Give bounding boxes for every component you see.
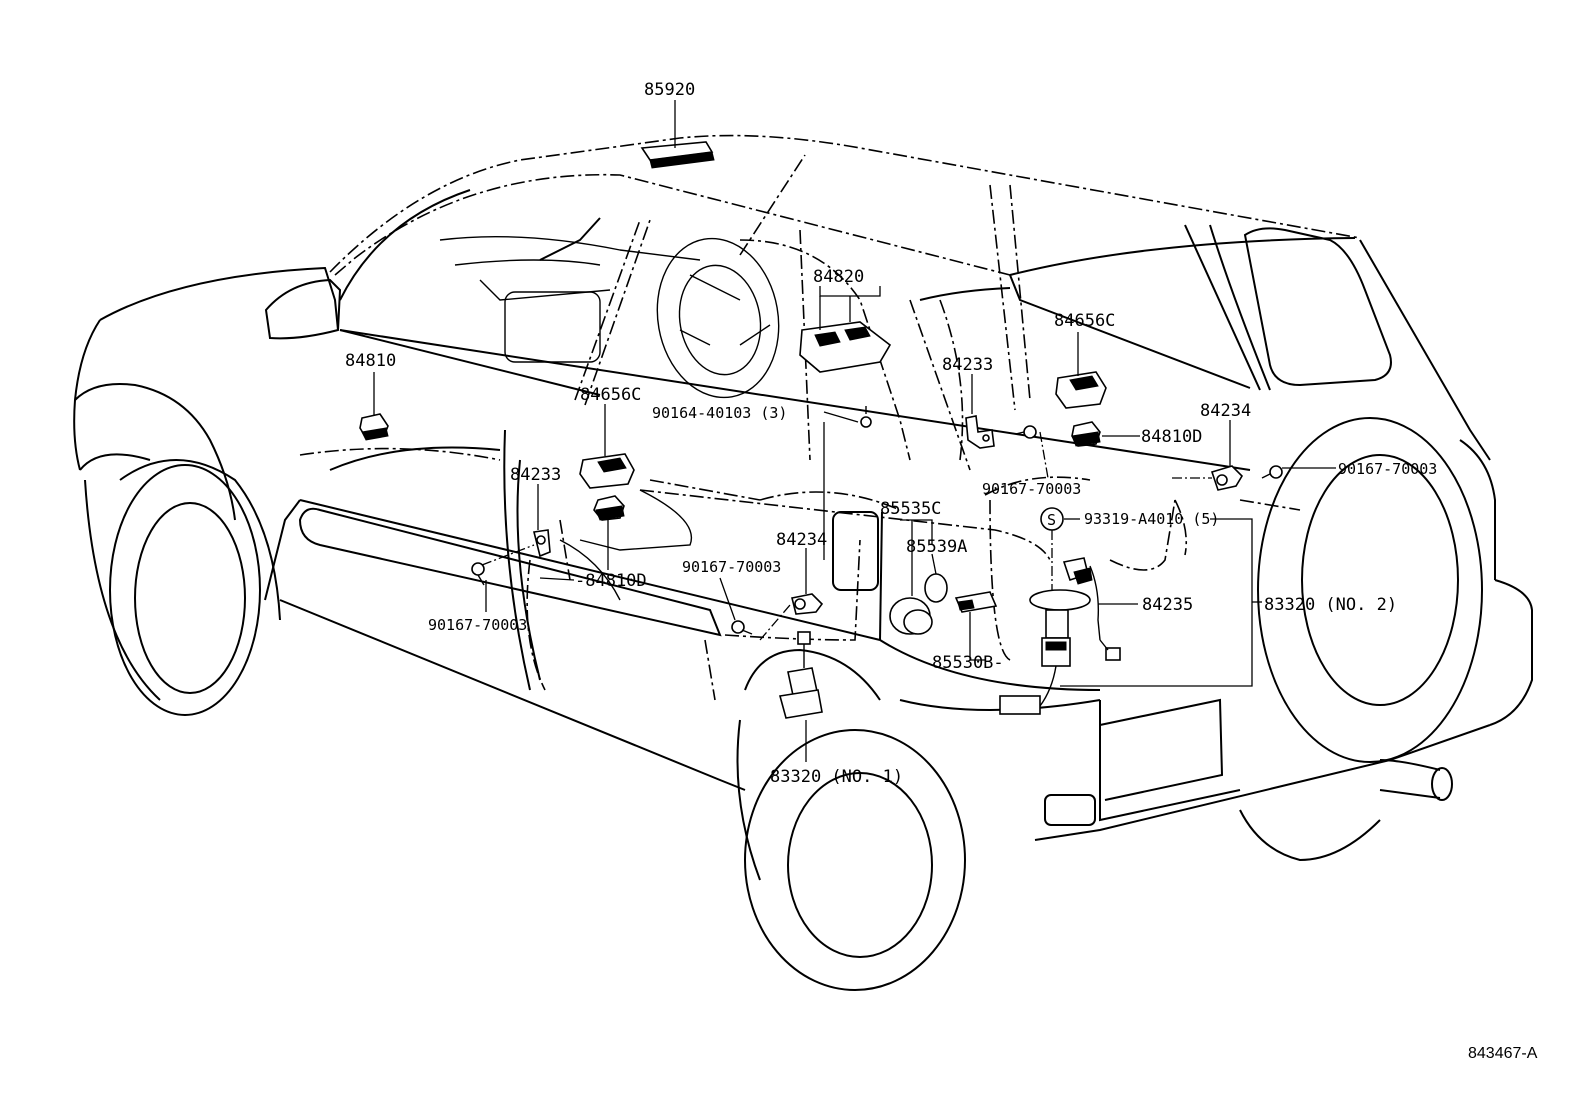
part-84656c-left — [579, 453, 635, 489]
part-85530b — [954, 591, 998, 613]
part-84234-right — [1210, 465, 1244, 491]
label-93319-a4010: 93319-A4010 (5) — [1084, 510, 1219, 528]
label-84233-right: 84233 — [942, 355, 993, 375]
label-84235: 84235 — [1142, 595, 1193, 615]
label-84656c-left: 84656C — [580, 385, 641, 405]
screw-90164 — [860, 406, 872, 428]
leader-lines — [373, 100, 1336, 762]
part-83320-no2 — [999, 589, 1091, 715]
screw-90167-a — [471, 562, 485, 586]
label-84233-left: 84233 — [510, 465, 561, 485]
label-sealed-mark: S — [1047, 511, 1056, 529]
label-83320-no2: 83320 (NO. 2) — [1264, 595, 1397, 615]
diagram-reference-code: 843467-A — [1468, 1045, 1538, 1062]
part-84235 — [1062, 557, 1121, 661]
parts — [359, 141, 1283, 719]
label-90167-70003-a: 90167-70003 — [428, 616, 527, 634]
part-84810d-right — [1071, 421, 1101, 447]
part-84656c-right — [1055, 371, 1107, 409]
label-90167-70003-b: 90167-70003 — [682, 558, 781, 576]
screw-90167-c — [1015, 425, 1037, 439]
part-84810d-left — [593, 495, 625, 521]
label-84810d-right: 84810D — [1141, 427, 1202, 447]
label-85535c: 85535C — [880, 499, 941, 519]
label-84820: 84820 — [813, 267, 864, 287]
part-84820 — [799, 321, 892, 373]
part-84234-left — [791, 593, 824, 615]
label-90164-40103: 90164-40103 (3) — [652, 404, 787, 422]
screw-90167-b — [731, 620, 753, 635]
screw-90167-d — [1261, 465, 1283, 479]
label-85530b: 85530B- — [932, 653, 1004, 673]
part-83320-no1 — [778, 631, 823, 719]
vehicle-interior — [299, 154, 1301, 701]
part-84233-right — [965, 415, 995, 449]
part-85920 — [640, 141, 715, 169]
label-84810d-left: -84810D — [575, 571, 647, 591]
part-85539a — [924, 573, 948, 603]
vehicle-outline — [73, 134, 1533, 991]
label-85539a: 85539A — [906, 537, 967, 557]
label-84810: 84810 — [345, 351, 396, 371]
part-85535c — [889, 597, 933, 635]
label-84234-left: 84234 — [776, 530, 827, 550]
label-84656c-right: 84656C — [1054, 311, 1115, 331]
part-labels: 85920 84820 84810 84656C 84656C 90164-40… — [345, 80, 1538, 1062]
label-90167-70003-c: 90167-70003 — [982, 480, 1081, 498]
label-85920: 85920 — [644, 80, 695, 100]
label-90167-70003-d: 90167-70003 — [1338, 460, 1437, 478]
part-84233-left — [533, 529, 551, 558]
label-84234-right: 84234 — [1200, 401, 1251, 421]
part-84810 — [359, 413, 389, 441]
label-83320-no1: 83320 (NO. 1) — [770, 767, 903, 787]
